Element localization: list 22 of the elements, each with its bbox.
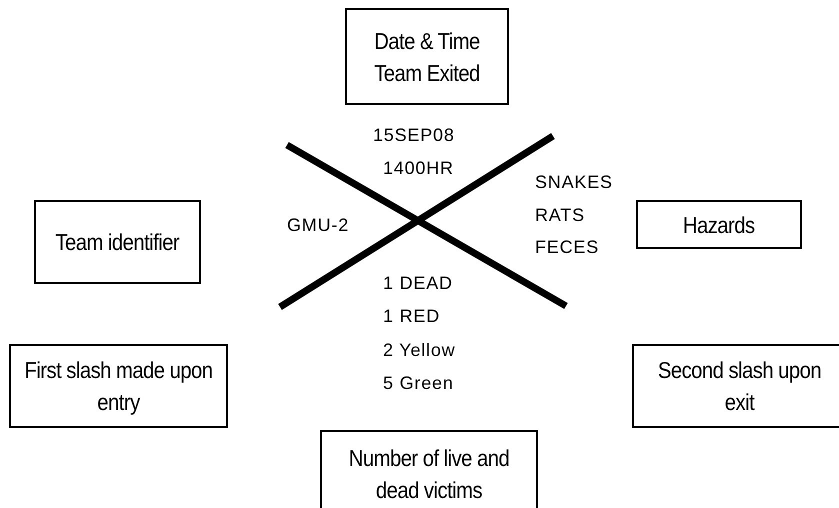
box-text: Hazards [683, 210, 755, 240]
marking-text: GMU-2 [287, 214, 349, 236]
info-box [345, 8, 509, 105]
marking-text: 15SEP08 [373, 124, 455, 146]
info-box [636, 200, 802, 249]
box-text: Second slash upon exit [656, 356, 822, 417]
box-text: Date & Time Team Exited [373, 26, 481, 88]
marking-text: SNAKES [535, 171, 613, 193]
box-text: Team identifier [56, 228, 180, 257]
marking-text: 1400HR [383, 157, 454, 179]
marking-text: FECES [535, 236, 600, 258]
info-box [632, 344, 839, 428]
marking-text: 1 RED [383, 305, 440, 327]
info-box [34, 200, 201, 284]
box-text: First slash made upon entry [24, 356, 214, 417]
box-text: Number of live and dead victims [348, 444, 510, 505]
marking-text: RATS [535, 204, 585, 226]
marking-text: 5 Green [383, 372, 454, 394]
info-box [9, 344, 228, 428]
info-box [320, 430, 538, 508]
marking-text: 2 Yellow [383, 339, 456, 361]
marking-text: 1 DEAD [383, 272, 453, 294]
